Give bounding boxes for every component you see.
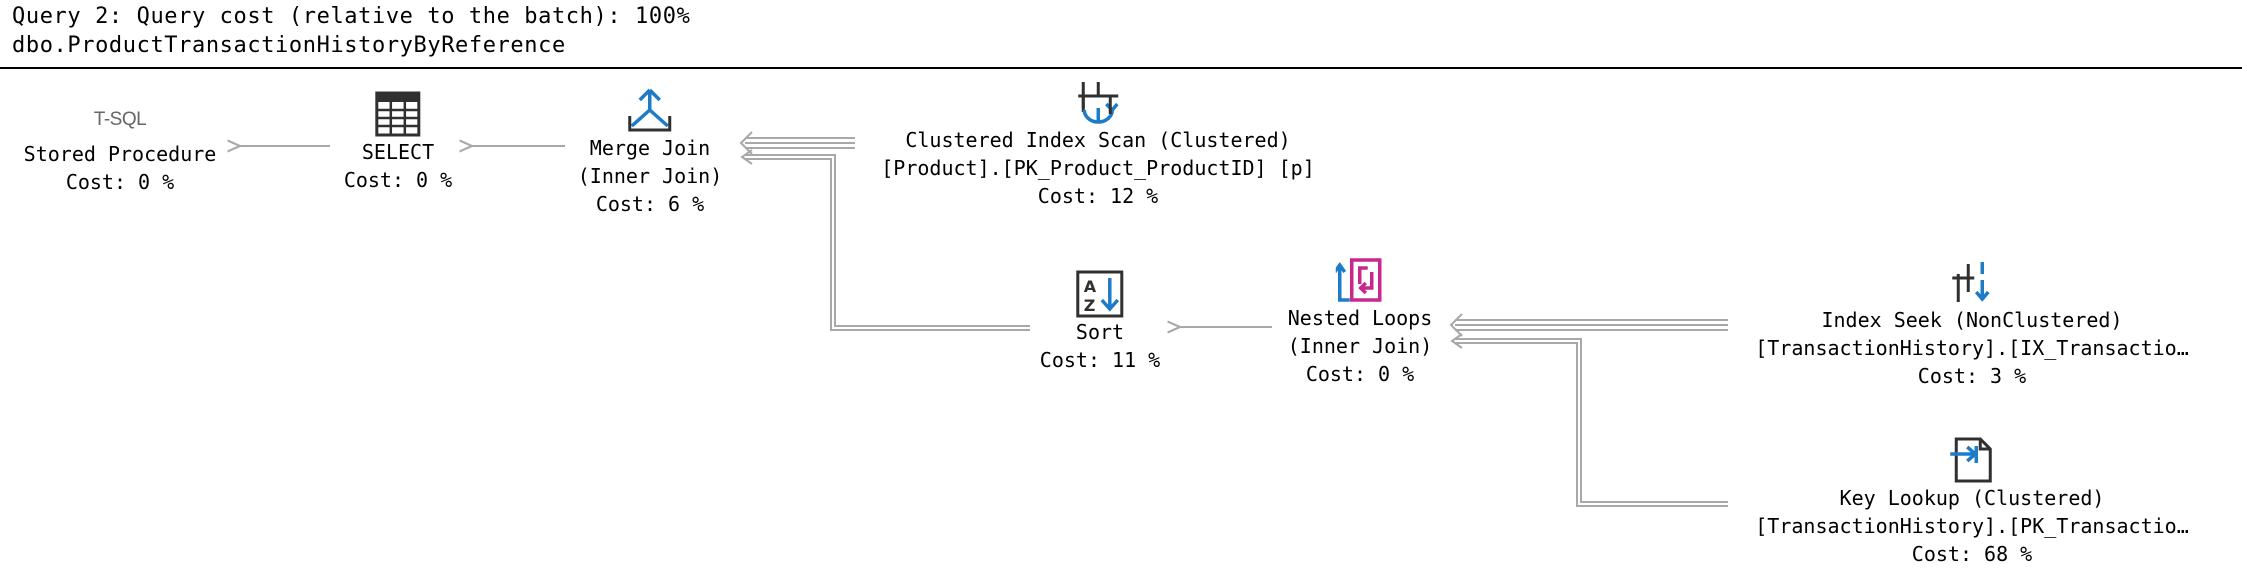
select-table-icon xyxy=(375,91,421,137)
header-divider xyxy=(0,67,2242,69)
connector-sort-to-merge-join xyxy=(740,149,1030,331)
connector-key-lookup-to-nested-loops xyxy=(1450,333,1728,507)
operator-cost: Cost: 12 % xyxy=(1037,184,1159,208)
query-cost-line: Query 2: Query cost (relative to the bat… xyxy=(12,4,691,29)
merge-join-operator[interactable]: Merge Join (Inner Join) Cost: 6 % xyxy=(577,86,723,218)
operator-cost: Cost: 11 % xyxy=(1039,348,1161,372)
merge-join-icon xyxy=(628,88,672,132)
operator-name: Sort xyxy=(1075,320,1125,344)
key-lookup-icon xyxy=(1949,437,1992,483)
operator-detail: (Inner Join) xyxy=(577,164,723,188)
operator-cost: Cost: 68 % xyxy=(1911,542,2033,566)
query-header: Query 2: Query cost (relative to the bat… xyxy=(0,0,2242,70)
t-sql-icon: T-SQL xyxy=(93,109,147,130)
procedure-name-line: dbo.ProductTransactionHistoryByReference xyxy=(12,33,566,58)
stored-procedure-operator[interactable]: T-SQL Stored Procedure Cost: 0 % xyxy=(24,100,217,196)
clustered-index-scan-operator[interactable]: Clustered Index Scan (Clustered) [Produc… xyxy=(881,78,1315,210)
clustered-index-scan-icon xyxy=(1077,82,1119,124)
operator-detail: (Inner Join) xyxy=(1287,334,1433,358)
operator-cost: Cost: 0 % xyxy=(343,168,453,192)
operator-cost: Cost: 0 % xyxy=(65,170,175,194)
select-operator[interactable]: SELECT Cost: 0 % xyxy=(344,90,452,194)
operator-detail: [Product].[PK_Product_ProductID] [p] xyxy=(881,156,1315,180)
operator-name: Stored Procedure xyxy=(23,142,217,166)
nested-loops-icon xyxy=(1336,258,1382,302)
operator-name: Nested Loops xyxy=(1287,306,1433,330)
operator-name: Clustered Index Scan (Clustered) xyxy=(905,128,1291,152)
operator-name: SELECT xyxy=(361,140,435,164)
index-seek-icon xyxy=(1951,262,1990,302)
operator-name: Key Lookup (Clustered) xyxy=(1839,486,2105,510)
operator-detail: [TransactionHistory].[PK_Transactio… xyxy=(1755,514,2189,538)
sort-operator[interactable]: A Z Sort Cost: 11 % xyxy=(1040,270,1160,374)
index-seek-operator[interactable]: Index Seek (NonClustered) [TransactionHi… xyxy=(1755,258,2189,390)
operator-name: Index Seek (NonClustered) xyxy=(1821,308,2123,332)
nested-loops-operator[interactable]: Nested Loops (Inner Join) Cost: 0 % xyxy=(1287,256,1433,388)
connector-index-seek-to-nested-loops xyxy=(1449,313,1728,337)
operator-cost: Cost: 0 % xyxy=(1305,362,1415,386)
key-lookup-operator[interactable]: Key Lookup (Clustered) [TransactionHisto… xyxy=(1755,436,2189,568)
connector-index-scan-to-merge-join xyxy=(739,131,855,155)
sort-az-icon: A Z xyxy=(1076,270,1124,318)
operator-cost: Cost: 3 % xyxy=(1917,364,2027,388)
svg-text:Z: Z xyxy=(1084,296,1096,315)
operator-detail: [TransactionHistory].[IX_Transactio… xyxy=(1755,336,2189,360)
operator-name: Merge Join xyxy=(589,136,711,160)
svg-text:A: A xyxy=(1084,277,1097,296)
operator-cost: Cost: 6 % xyxy=(595,192,705,216)
